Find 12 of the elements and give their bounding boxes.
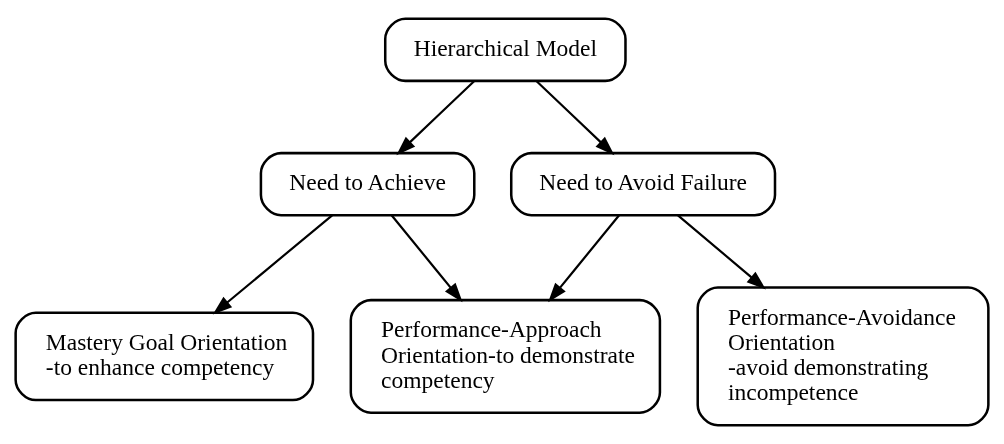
node-box: Need to Avoid Failure: [510, 151, 777, 217]
arrow: [677, 214, 766, 290]
arrow: [548, 214, 620, 303]
node-box: Performance-Avoidance Orientation -avoid demonstrating incompetence: [696, 286, 990, 427]
arrow: [212, 214, 333, 315]
arrow: [396, 80, 475, 156]
arrow: [390, 214, 463, 303]
node-box: Hierarchical Model: [384, 17, 627, 83]
node-box: Need to Achieve: [259, 151, 476, 217]
node-box: Performance-Approach Orientation-to demonstrate competency: [349, 298, 662, 414]
node-box: Mastery Goal Orientation -to enhance competency: [14, 311, 315, 402]
arrow: [535, 80, 615, 156]
